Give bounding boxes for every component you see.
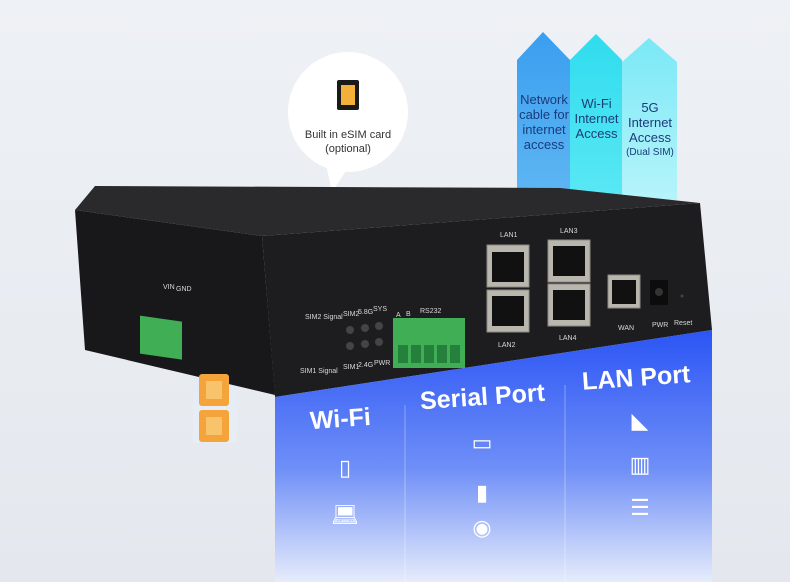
feature-wifi-title: Wi-Fi	[309, 402, 372, 436]
sim2-signal-label: SIM2 Signal	[305, 314, 343, 321]
5g8-led-label: 5.8G	[358, 309, 374, 316]
laptop-icon: 💻︎	[331, 502, 359, 527]
serial-device-icon: ▭	[471, 430, 493, 455]
2g4-led-label: 2.4G	[358, 362, 374, 369]
controller-icon: ◉	[472, 515, 492, 540]
esim-callout: Built in eSIM card (optional)	[304, 129, 392, 155]
arrow-5g	[622, 38, 677, 200]
power-terminal	[140, 315, 182, 360]
sim1-led-label: SIM1	[343, 364, 360, 371]
device-side	[75, 210, 275, 395]
sim2-led-label: SIM2	[343, 311, 360, 318]
lan3-label: LAN3	[560, 228, 578, 235]
server-rack-icon: ▥	[629, 452, 651, 477]
lan1-label: LAN1	[500, 232, 518, 239]
a-label: A	[396, 312, 401, 319]
arrow-label-5g: 5G Internet Access(Dual SIM)	[626, 100, 674, 158]
wan-label: WAN	[618, 325, 635, 332]
pwr-led-label: PWR	[374, 360, 391, 367]
smartphone-icon: ▯	[338, 455, 352, 480]
device-top	[75, 186, 700, 236]
rs232-label: RS232	[420, 308, 442, 315]
pwr-label: PWR	[652, 322, 669, 329]
sim1-signal-label: SIM1 Signal	[300, 368, 338, 375]
camera-icon: ◣	[631, 408, 649, 433]
gnd-label: GND	[176, 286, 192, 293]
b-label: B	[406, 311, 411, 318]
nas-icon: ☰	[630, 495, 650, 520]
arrow-wifi	[570, 34, 622, 200]
reset-button[interactable]: Reset	[674, 320, 693, 327]
arrow-network-cable	[517, 32, 570, 200]
arrow-label-wifi: Wi-Fi Internet Access	[574, 96, 619, 141]
feature-panel	[275, 330, 712, 582]
sim-card-icon	[199, 410, 229, 442]
lan2-label: LAN2	[498, 342, 516, 349]
sim-card-icon	[199, 374, 229, 406]
arrow-label-network: Network cable for internet access	[519, 92, 569, 152]
vin-label: VIN	[163, 284, 175, 291]
sys-led-label: SYS	[373, 306, 388, 313]
sensor-icon: ▮	[475, 480, 489, 505]
lan4-label: LAN4	[559, 335, 577, 342]
